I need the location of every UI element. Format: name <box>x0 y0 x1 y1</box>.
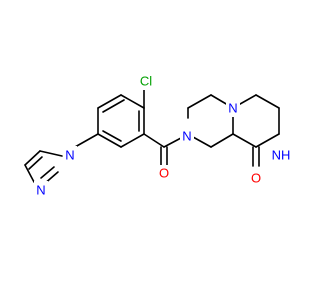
bond <box>192 136 212 148</box>
atom-labels: Cl O O N N NH N N <box>34 72 292 199</box>
carbonyl-oxygen-symbol: O <box>159 166 169 181</box>
bridgehead-nitrogen-symbol: N <box>228 101 237 116</box>
bond <box>97 133 122 148</box>
lactam-oxygen-symbol: O <box>251 171 261 186</box>
bond <box>28 156 43 170</box>
pyrazole-n1-symbol: N <box>65 148 74 163</box>
bond <box>187 94 212 109</box>
bonds <box>24 87 280 186</box>
bond <box>210 133 234 148</box>
bond <box>102 99 125 113</box>
bond <box>255 133 280 148</box>
lactam-nitrogen-symbol: NH <box>272 148 291 163</box>
amide-nitrogen-label: N <box>180 127 194 145</box>
bridgehead-nitrogen-label: N <box>226 99 240 117</box>
bond <box>39 150 63 157</box>
chlorine-label: Cl <box>135 72 157 90</box>
bond <box>102 130 122 142</box>
chlorine-symbol: Cl <box>140 74 152 89</box>
bond <box>74 133 99 148</box>
bond <box>232 133 257 148</box>
bond <box>255 94 280 109</box>
bond <box>120 133 145 148</box>
carbonyl-oxygen-label: O <box>157 165 171 183</box>
bond <box>120 94 145 109</box>
lactam-oxygen-label: O <box>249 169 263 187</box>
bond <box>163 137 182 148</box>
bond <box>97 94 122 109</box>
pyrazole-n2-label: N <box>34 181 48 199</box>
pyrazole-n1-label: N <box>63 146 77 164</box>
pyrazole-n2-symbol: N <box>36 183 45 198</box>
bond <box>24 150 41 166</box>
bond <box>143 133 165 148</box>
bond <box>24 164 35 183</box>
molecule-structure: Cl O O N N NH N N <box>24 72 292 199</box>
lactam-nitrogen-label: NH <box>270 146 292 164</box>
amide-nitrogen-symbol: N <box>182 129 191 144</box>
bond <box>40 166 55 179</box>
